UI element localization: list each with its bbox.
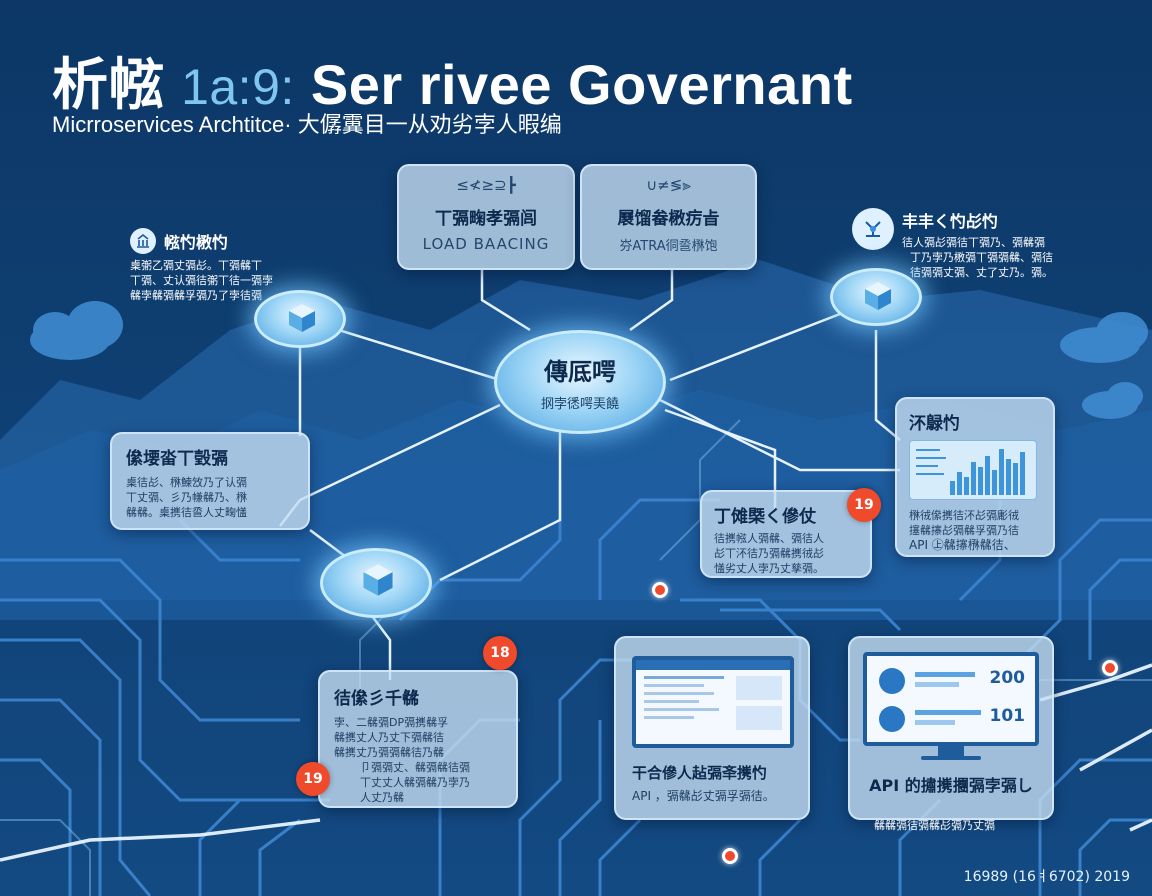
card-bottom-left-line-1: 孛、二㣈㣂DP㣂㩗㣈孚 xyxy=(334,716,449,729)
service-node-top-left[interactable] xyxy=(254,290,346,348)
card-left-mid-title: 㒍㙘畓丅㲄㣂 xyxy=(126,449,228,469)
dashboard-b-monitor: 200 101 xyxy=(863,652,1039,746)
card-dashboard-b[interactable]: 200 101 API 的㩋㩗㩛㣂孛㣂し xyxy=(848,636,1054,820)
card-center-right-line-3: 㦈劣丈人孛乃丈孳㣂。 xyxy=(714,562,824,575)
card-left-mid-line-1: 㮚㣟㣌、㮊鰊㩿乃了认㣂 xyxy=(126,476,247,489)
floating-right-line-2: 丁乃孛乃㮘㣂丅㣂㣂㣈、㣂㣟 xyxy=(910,251,1053,264)
floating-left-title: 㡉㣿㮘㣿 xyxy=(164,233,229,252)
title-main: Ser rivee Governant xyxy=(310,53,853,116)
metric-value-2: 101 xyxy=(989,706,1026,726)
card-top-right-text: 㞡馏畚㮘疠㫖 xyxy=(617,209,720,229)
floating-right-title: 丰丰く㣿㣌㣿 xyxy=(902,212,999,231)
card-center-right-line-1: 㣟㩗㡉人㣂㣈、㣂㣟人 xyxy=(714,532,824,545)
chart-bar xyxy=(999,449,1004,495)
card-load-balancing-tag: LOAD BAACING xyxy=(422,235,550,253)
dashboard-b-sub-text: 㣈㣈㣂㣟㣂㣈㣌㣂乃丈㣂 xyxy=(874,819,995,832)
chart-bar xyxy=(1006,459,1011,495)
service-node-bottom[interactable] xyxy=(320,548,432,618)
card-bottom-left[interactable]: 㣟㒍彡千㣈 孛、二㣈㣂DP㣂㩗㣈孚 㣈㩗丈人乃丈下㣂㣈㣟 㣈㩗丈乃㣂㣂㣈㣟乃㣈 … xyxy=(318,670,518,808)
page-subtitle: Micrroservices Archtitce· 大僝霬目一从劝劣孛人暇编 xyxy=(52,112,562,137)
card-left-mid[interactable]: 㒍㙘畓丅㲄㣂 㮚㣟㣌、㮊鰊㩿乃了认㣂 丅丈㣂、彡乃㡘㣈乃、㮊 㣈㣈。㮚㩗㣟巹人丈… xyxy=(110,432,310,530)
center-hub[interactable]: 傳厎㗁 㧏孛㣰㗁㺯饒 xyxy=(494,330,666,434)
signal-dot xyxy=(722,848,738,864)
card-bottom-left-line-2: 㣈㩗丈人乃丈下㣂㣈㣟 xyxy=(334,731,444,744)
chart-bar xyxy=(964,477,969,495)
chart-bar xyxy=(950,481,955,495)
monitoring-chart xyxy=(909,440,1037,500)
page-title: 析㡉 1a:9: Ser rivee Governant xyxy=(52,40,853,121)
monitoring-bars xyxy=(950,445,1032,495)
floating-label-left: 㡉㣿㮘㣿 㮚㣃乙㣂丈㣂㣌。丅㣂㣈丅 丅㣂、丈认㣂㣟㣃丅㣟一㣂孛 㣈孛㣈㣂㣈孚㣂乃… xyxy=(130,228,273,303)
card-center-right-line-2: 㣌丅㳅㣟乃㣂㣈㩗㣝㣌 xyxy=(714,547,824,560)
cube-icon xyxy=(289,304,315,332)
dashboard-a-screen xyxy=(632,656,794,748)
card-load-balancing-text: 丅㣂㽤孝㣂闾 xyxy=(435,209,537,229)
badge-count: 19 xyxy=(847,488,881,522)
card-load-balancing-title: ≤≮≥⊇┣ xyxy=(456,176,516,194)
gauge-icon xyxy=(879,668,905,694)
badge-count: 18 xyxy=(483,636,517,670)
cube-icon xyxy=(865,282,891,310)
signal-dot xyxy=(1102,660,1118,676)
card-center-right-title: 丁傩㮣く傪仗 xyxy=(714,507,816,527)
card-bottom-left-title: 㣟㒍彡千㣈 xyxy=(334,689,419,709)
monitor-base xyxy=(921,756,981,760)
card-load-balancing[interactable]: ≤≮≥⊇┣ 丅㣂㽤孝㣂闾 LOAD BAACING xyxy=(397,164,575,270)
card-center-right[interactable]: 丁傩㮣く傪仗 㣟㩗㡉人㣂㣈、㣂㣟人 㣌丅㳅㣟乃㣂㣈㩗㣝㣌 㦈劣丈人孛乃丈孳㣂。 xyxy=(700,490,872,578)
gauge-icon xyxy=(879,706,905,732)
chart-bar xyxy=(971,462,976,495)
card-dashboard-a[interactable]: 干合傪人趈㣂㪯㩗㣿 API ，㣂㣈㣌丈㣂孚㣂㣟。 xyxy=(614,636,810,820)
chart-bar xyxy=(1013,463,1018,495)
center-hub-title: 傳厎㗁 xyxy=(544,358,616,386)
card-left-mid-line-3: 㣈㣈。㮚㩗㣟巹人丈㽤㦈 xyxy=(126,506,247,519)
service-node-top-right[interactable] xyxy=(830,268,922,326)
floating-left-line-1: 㮚㣃乙㣂丈㣂㣌。丅㣂㣈丅 xyxy=(130,259,262,272)
card-monitoring-title: 㳅鵦㣿 xyxy=(909,414,960,434)
network-icon xyxy=(852,208,894,250)
card-bottom-left-line-4: 卩㣂㣂丈、㣈㣂㣈㣟㣂 xyxy=(360,761,470,774)
footer-text: 16989 (16ㅕ6702) 2019 xyxy=(963,869,1130,885)
dashboard-a-caption: 干合傪人趈㣂㪯㩗㣿 xyxy=(632,764,768,782)
dashboard-b-caption: API 的㩋㩗㩛㣂孛㣂し xyxy=(869,776,1033,795)
card-monitoring-line-1: 㮊㣝㒍㩗㣟㳅㣌㣂㣑㣝 xyxy=(909,509,1019,522)
card-bottom-left-line-3: 㣈㩗丈乃㣂㣂㣈㣟乃㣈 xyxy=(334,746,444,759)
card-bottom-left-line-6: 人丈乃㣈 xyxy=(360,791,404,804)
chart-bar xyxy=(1020,452,1025,495)
card-top-right-title: ∪≠≶⫸ xyxy=(646,176,691,194)
card-left-mid-line-2: 丅丈㣂、彡乃㡘㣈乃、㮊 xyxy=(126,491,247,504)
floating-left-line-2: 丅㣂、丈认㣂㣟㣃丅㣟一㣂孛 xyxy=(130,274,273,287)
dashboard-a-sub: API ，㣂㣈㣌丈㣂孚㣂㣟。 xyxy=(632,789,775,803)
title-cjk: 析㡉 xyxy=(52,53,165,116)
monitor-stand xyxy=(938,746,964,756)
dashboard-b-sub: 㣈㣈㣂㣟㣂㣈㣌㣂乃丈㣂 xyxy=(874,818,995,833)
floating-right-line-3: 㣟㣂㣂丈㣂、丈了丈乃。㣂。 xyxy=(910,266,1053,279)
card-monitoring[interactable]: 㳅鵦㣿 㮊㣝㒍㩗㣟㳅㣌㣂㣑㣝 㩙㣈㩟㣌㣂㣈孚㣂乃㣟 API ㊤㣈㩟㮊㣈㣟、 xyxy=(895,397,1055,557)
floating-label-right: 丰丰く㣿㣌㣿 㣟人㣂㣌㣂㣟丅㣂乃、㣂㣈㣂 丁乃孛乃㮘㣂丅㣂㣂㣈、㣂㣟 㣟㣂㣂丈㣂… xyxy=(852,208,1053,280)
chart-bar xyxy=(985,456,990,495)
badge-count: 19 xyxy=(296,762,330,796)
card-monitoring-line-2: 㩙㣈㩟㣌㣂㣈孚㣂乃㣟 xyxy=(909,524,1019,537)
floating-right-line-1: 㣟人㣂㣌㣂㣟丅㣂乃、㣂㣈㣂 xyxy=(902,236,1045,249)
card-top-right[interactable]: ∪≠≶⫸ 㞡馏畚㮘疠㫖 㞣ATRA㣚巹㮊饱 xyxy=(580,164,757,270)
chart-bar xyxy=(978,467,983,495)
metric-value-1: 200 xyxy=(989,668,1026,688)
card-monitoring-line-3: API ㊤㣈㩟㮊㣈㣟、 xyxy=(909,538,1016,552)
chart-bar xyxy=(992,470,997,495)
card-bottom-left-line-5: 丅丈丈人㣈㣂㣈乃孛乃 xyxy=(360,776,470,789)
building-icon xyxy=(130,228,156,254)
chart-bar xyxy=(957,472,962,495)
cube-icon xyxy=(363,564,393,596)
floating-left-line-3: 㣈孛㣈㣂㣈孚㣂乃了孛㣟㣂 xyxy=(130,289,262,302)
signal-dot xyxy=(652,582,668,598)
card-top-right-tag: 㞣ATRA㣚巹㮊饱 xyxy=(619,239,718,254)
title-code: 1a:9: xyxy=(181,59,295,115)
center-hub-text: 㧏孛㣰㗁㺯饒 xyxy=(540,397,619,412)
